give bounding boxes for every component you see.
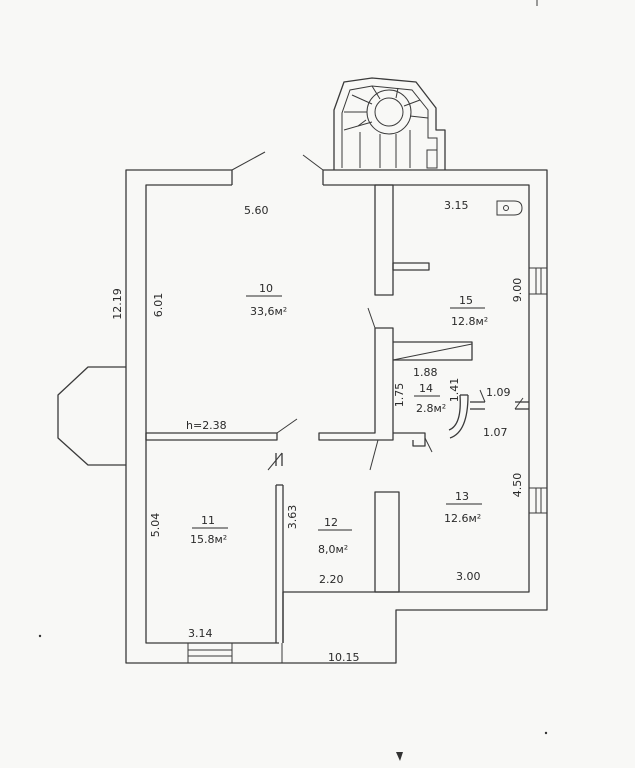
toilet-icon xyxy=(496,200,523,216)
dim-12-19: 12.19 xyxy=(111,288,124,320)
dim-1-88: 1.88 xyxy=(413,366,438,379)
room-14-number: 14 xyxy=(419,382,433,395)
dim-4-50: 4.50 xyxy=(511,473,524,498)
dim-5-04: 5.04 xyxy=(149,513,162,538)
dim-1-41: 1.41 xyxy=(448,378,461,403)
room-14-area: 2.8м² xyxy=(416,402,446,415)
dim-6-01: 6.01 xyxy=(152,293,165,318)
dim-3-15: 3.15 xyxy=(444,199,469,212)
dim-3-63: 3.63 xyxy=(286,505,299,530)
dim-10-15: 10.15 xyxy=(328,651,360,664)
room-11-number: 11 xyxy=(201,514,215,527)
staircase xyxy=(333,77,446,170)
dim-9-00: 9.00 xyxy=(511,278,524,303)
room-10-area: 33,6м² xyxy=(250,305,287,318)
room-15-area: 12.8м² xyxy=(451,315,488,328)
room-11-area: 15.8м² xyxy=(190,533,227,546)
room-10-number: 10 xyxy=(259,282,273,295)
interior-walls xyxy=(145,184,529,643)
room-13-number: 13 xyxy=(455,490,469,503)
room-13-area: 12.6м² xyxy=(444,512,481,525)
dim-2-20: 2.20 xyxy=(319,573,344,586)
dim-1-09: 1.09 xyxy=(486,386,511,399)
room-15-number: 15 xyxy=(459,294,473,307)
dim-h-2-38: h=2.38 xyxy=(186,419,227,432)
room-12-area: 8,0м² xyxy=(318,543,348,556)
dim-1-07: 1.07 xyxy=(483,426,508,439)
dim-3-14: 3.14 xyxy=(188,627,213,640)
dim-1-75: 1.75 xyxy=(393,383,406,408)
room-12-number: 12 xyxy=(324,516,338,529)
outer-walls xyxy=(125,151,548,664)
dim-3-00: 3.00 xyxy=(456,570,481,583)
dim-5-60: 5.60 xyxy=(244,204,269,217)
bay-window xyxy=(57,366,126,466)
windows xyxy=(187,267,548,664)
